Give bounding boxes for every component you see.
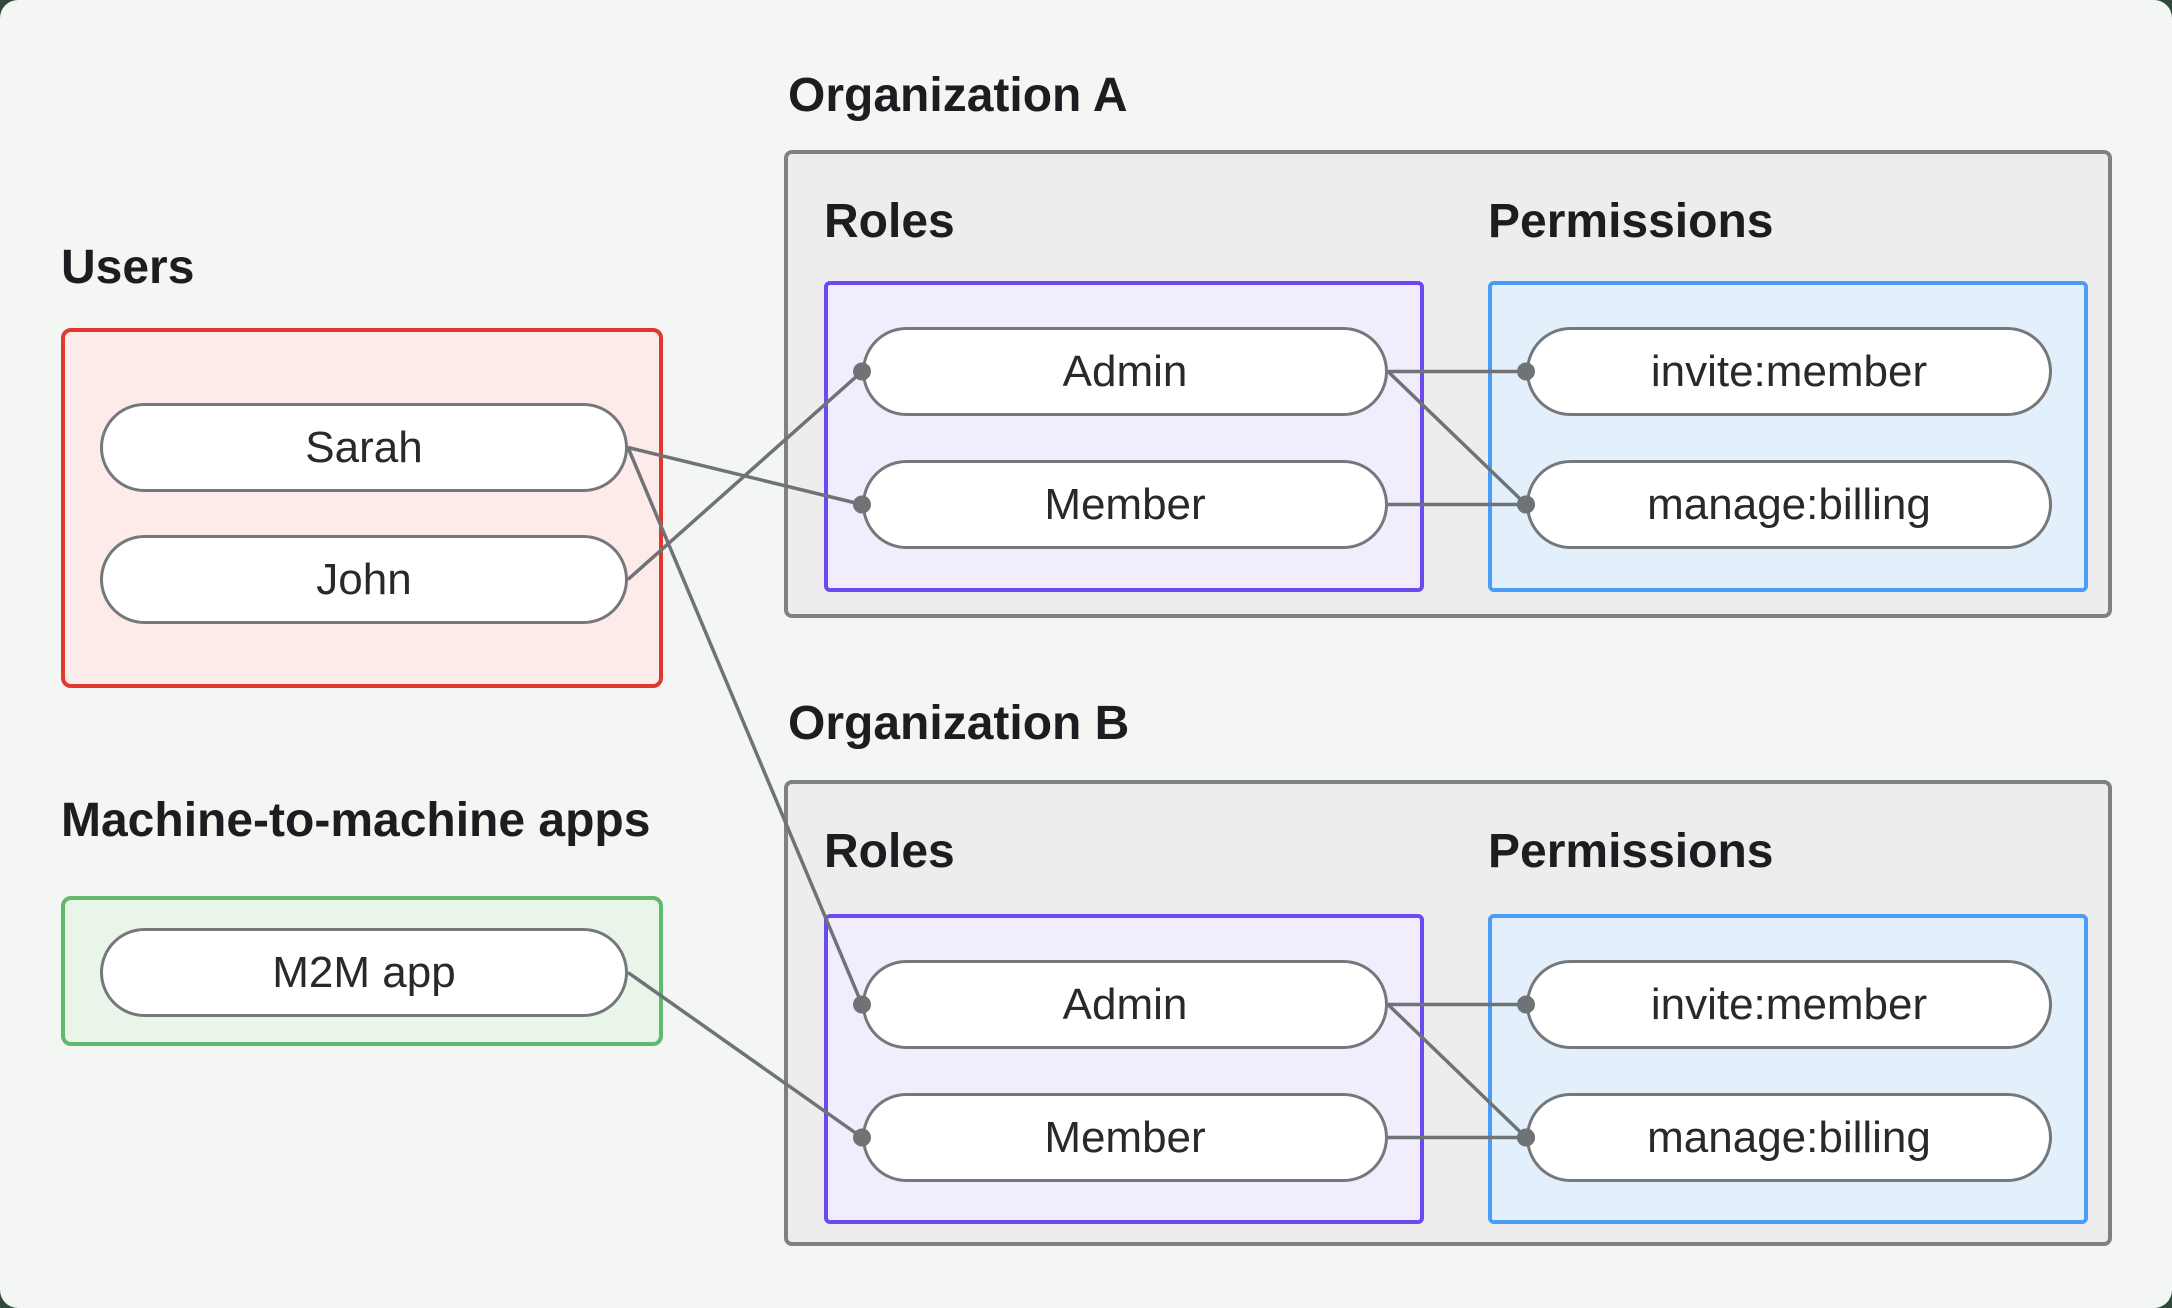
user-node-sarah: Sarah bbox=[100, 403, 628, 492]
m2m-app-node: M2M app bbox=[100, 928, 628, 1017]
organization-a-roles-box: Admin Member bbox=[824, 281, 1424, 592]
org-b-permission-invite-member-label: invite:member bbox=[1650, 979, 1928, 1029]
org-b-role-member-label: Member bbox=[1044, 1112, 1206, 1162]
organization-b-roles-box: Admin Member bbox=[824, 914, 1424, 1224]
users-group-box: Sarah John bbox=[61, 328, 663, 688]
org-b-role-member: Member bbox=[862, 1093, 1388, 1182]
org-a-role-admin-label: Admin bbox=[1062, 346, 1188, 396]
organization-b-roles-label: Roles bbox=[824, 825, 955, 878]
org-a-role-member: Member bbox=[862, 460, 1388, 549]
org-a-permission-manage-billing: manage:billing bbox=[1526, 460, 2052, 549]
organization-a-permissions-label: Permissions bbox=[1488, 195, 1774, 248]
organization-a-title: Organization A bbox=[788, 69, 1128, 122]
org-b-permission-manage-billing-label: manage:billing bbox=[1647, 1112, 1931, 1162]
org-a-permission-invite-member: invite:member bbox=[1526, 327, 2052, 416]
org-b-permission-manage-billing: manage:billing bbox=[1526, 1093, 2052, 1182]
org-a-role-admin: Admin bbox=[862, 327, 1388, 416]
organization-a-roles-label: Roles bbox=[824, 195, 955, 248]
m2m-app-node-label: M2M app bbox=[272, 947, 456, 997]
organization-a-box: Roles Permissions Admin Member invite:me… bbox=[784, 150, 2112, 618]
org-b-role-admin: Admin bbox=[862, 960, 1388, 1049]
user-node-sarah-label: Sarah bbox=[305, 422, 423, 472]
organization-b-permissions-label: Permissions bbox=[1488, 825, 1774, 878]
org-a-permission-invite-member-label: invite:member bbox=[1650, 346, 1928, 396]
organization-b-box: Roles Permissions Admin Member invite:me… bbox=[784, 780, 2112, 1246]
users-section-label: Users bbox=[61, 241, 195, 294]
m2m-section-label: Machine-to-machine apps bbox=[61, 794, 651, 847]
user-node-john-label: John bbox=[316, 554, 412, 604]
org-b-role-admin-label: Admin bbox=[1062, 979, 1188, 1029]
org-a-role-member-label: Member bbox=[1044, 479, 1206, 529]
organization-b-permissions-box: invite:member manage:billing bbox=[1488, 914, 2088, 1224]
organization-a-permissions-box: invite:member manage:billing bbox=[1488, 281, 2088, 592]
org-a-permission-manage-billing-label: manage:billing bbox=[1647, 479, 1931, 529]
organization-b-title: Organization B bbox=[788, 697, 1130, 750]
user-node-john: John bbox=[100, 535, 628, 624]
org-b-permission-invite-member: invite:member bbox=[1526, 960, 2052, 1049]
m2m-group-box: M2M app bbox=[61, 896, 663, 1046]
